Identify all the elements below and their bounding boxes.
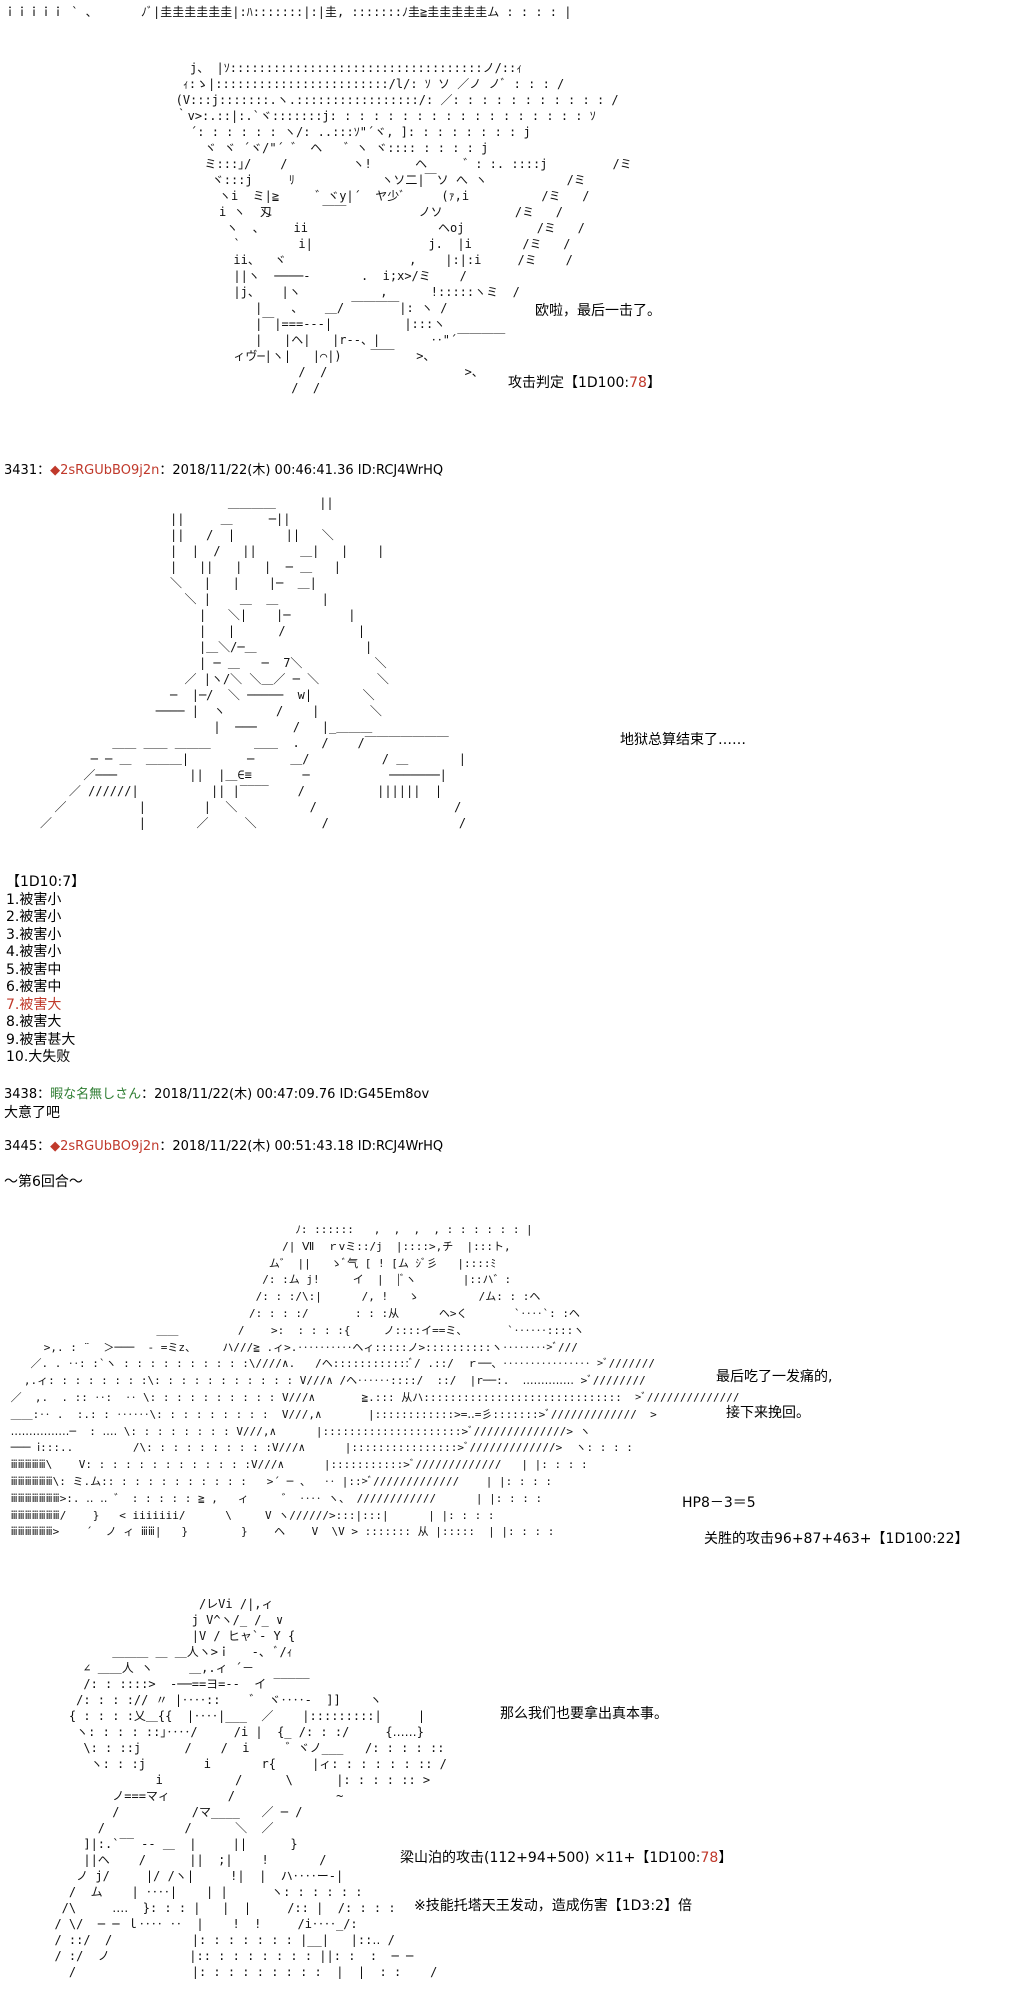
ascii-art-character: /レVi /|,ィ j V^ヽ/_ /_ ∨ |V / ヒャ`- Y { ＿＿＿… (54, 1597, 447, 1979)
dice-line: 攻击判定【1D100:78】 (508, 375, 661, 391)
post-body: 大意了吧 (4, 1105, 60, 1121)
ascii-art-mask: ＿＿＿＿ || || ＿ ─|| || / | || ＼ | | / || ＿|… (40, 496, 467, 830)
dialogue-line: 最后吃了一发痛的, (716, 1369, 833, 1385)
hp-line: HP8－3＝5 (682, 1495, 756, 1511)
poster-name[interactable]: ◆2sRGUbBO9j2n (50, 1139, 160, 1154)
dice-hit: 7.被害大 (6, 996, 62, 1013)
ascii-art-face: j、 |ｿ:::::::::::::::::::::::::::::::::::… (175, 61, 632, 395)
dialogue-line: 接下来挽回。 (726, 1405, 810, 1421)
post-header: 3438：暇な名無しさん：2018/11/22(木) 00:47:09.76 I… (4, 1087, 430, 1102)
skill-line: ※技能托塔天王发动，造成伤害【1D3:2】倍 (414, 1898, 692, 1914)
ascii-art-top: ｉｉｉｉｉ ` 、 ﾉﾞ|圭圭圭圭圭圭|:ﾊ:::::::|:|圭, :::::… (4, 5, 572, 19)
post-header: 3431：◆2sRGUbBO9j2n：2018/11/22(木) 00:46:4… (4, 463, 444, 478)
dialogue-line: 地狱总算结束了…… (620, 732, 746, 748)
poster-name[interactable]: 暇な名無しさん (50, 1087, 142, 1102)
poster-name[interactable]: ◆2sRGUbBO9j2n (50, 463, 160, 478)
dialogue-line: 欧啦，最后一击了。 (535, 303, 661, 319)
round-title: ～第6回合～ (4, 1174, 83, 1190)
dice-table: 【1D10:7】 1.被害小 2.被害小 3.被害小 4.被害小 5.被害中 6… (6, 874, 86, 1065)
ascii-art-battle: ﾉ: :::::: , , , , : : : : : : | /| Ⅶ ｒvミ… (10, 1223, 740, 1539)
post-header: 3445：◆2sRGUbBO9j2n：2018/11/22(木) 00:51:4… (4, 1139, 444, 1154)
attack-line: 关胜的攻击96+87+463+【1D100:22】 (704, 1531, 969, 1547)
dialogue-line: 那么我们也要拿出真本事。 (500, 1706, 668, 1722)
attack-line: 梁山泊的攻击(112+94+500) ×11+【1D100:78】 (400, 1850, 733, 1866)
